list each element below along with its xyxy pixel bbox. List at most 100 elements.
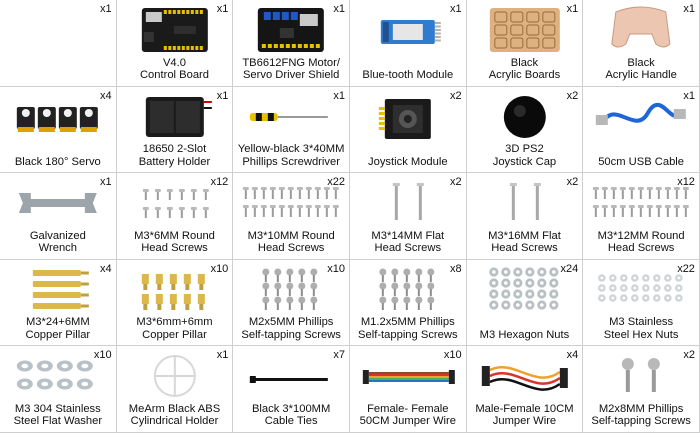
joystick-cap-image (467, 91, 583, 141)
part-label: M3 Hexagon Nuts (479, 328, 570, 341)
part-quantity: x24 (560, 262, 579, 275)
part-quantity: x2 (566, 176, 579, 189)
cable-tie-image (233, 350, 349, 400)
part-quantity: x1 (216, 3, 229, 15)
usb-cable-image (583, 91, 699, 141)
part-quantity: x12 (210, 176, 229, 189)
part-quantity: x1 (216, 349, 229, 362)
part-quantity: x1 (683, 3, 695, 15)
part-label: 50cm USB Cable (598, 155, 685, 168)
part-quantity: x10 (443, 349, 462, 362)
part-quantity: x4 (100, 262, 112, 275)
acrylic-handle-image (583, 4, 699, 54)
part-quantity: x7 (333, 349, 345, 362)
flat-screws-image (350, 177, 466, 227)
part-quantity: x2 (450, 89, 462, 102)
part-quantity: x10 (210, 262, 229, 275)
part-quantity: x22 (677, 262, 695, 275)
screwdriver-image (233, 91, 349, 141)
acrylic-boards-image (467, 4, 583, 54)
jumper-ff-image (350, 350, 466, 400)
screws-rows-image (583, 177, 699, 227)
part-card: x24 M3 Hexagon Nuts (466, 259, 584, 347)
part-quantity: x1 (333, 3, 345, 15)
part-quantity: x1 (100, 176, 112, 189)
flat-screws-image (467, 177, 583, 227)
part-quantity: x1 (100, 3, 112, 15)
usb-charger-image (0, 4, 116, 54)
washers-image (0, 350, 116, 400)
joystick-image (350, 91, 466, 141)
pillar-long-image (0, 264, 116, 314)
part-quantity: x2 (450, 176, 462, 189)
part-quantity: x12 (677, 176, 695, 189)
part-quantity: x22 (327, 176, 345, 189)
bluetooth-image (350, 4, 466, 54)
part-quantity: x10 (93, 349, 112, 362)
pillar-short-image (117, 264, 233, 314)
wrench-image (0, 177, 116, 227)
part-quantity: x1 (450, 3, 462, 15)
part-quantity: x10 (327, 262, 345, 275)
part-quantity: x1 (566, 3, 579, 15)
jumper-mf-image (467, 350, 583, 400)
part-label: Blue-tooth Module (362, 69, 454, 82)
part-card: x1 (0, 0, 117, 87)
holder-image (117, 350, 233, 400)
screws-small-image (117, 177, 233, 227)
battery-holder-image (117, 91, 233, 141)
screws-rows-image (233, 177, 349, 227)
part-quantity: x8 (450, 262, 462, 275)
part-quantity: x1 (333, 89, 345, 102)
part-quantity: x2 (566, 89, 579, 102)
control-board-image (117, 4, 233, 54)
part-quantity: x1 (216, 89, 229, 102)
tapping-screws-image (350, 264, 466, 314)
part-quantity: x4 (100, 89, 112, 102)
